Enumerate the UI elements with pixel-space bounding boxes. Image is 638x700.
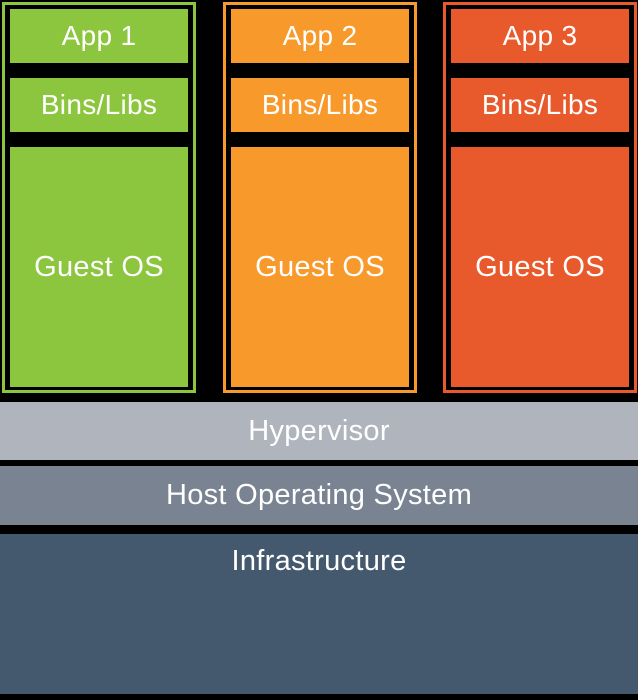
app-box: App 2 [231, 9, 409, 63]
guest-os-box: Guest OS [451, 147, 629, 387]
app-box: App 1 [10, 9, 188, 63]
hypervisor-bar: Hypervisor [0, 402, 638, 460]
guest-os-box: Guest OS [10, 147, 188, 387]
bins-libs-box: Bins/Libs [10, 78, 188, 132]
vm-column-3: App 3 Bins/Libs Guest OS [443, 2, 637, 393]
bins-libs-box: Bins/Libs [231, 78, 409, 132]
guest-os-box: Guest OS [231, 147, 409, 387]
vm-column-1: App 1 Bins/Libs Guest OS [2, 2, 196, 393]
host-os-bar: Host Operating System [0, 466, 638, 525]
infrastructure-section: Infrastructure [0, 534, 638, 694]
app-box: App 3 [451, 9, 629, 63]
infrastructure-title: Infrastructure [231, 545, 407, 577]
bins-libs-box: Bins/Libs [451, 78, 629, 132]
vm-column-2: App 2 Bins/Libs Guest OS [223, 2, 417, 393]
